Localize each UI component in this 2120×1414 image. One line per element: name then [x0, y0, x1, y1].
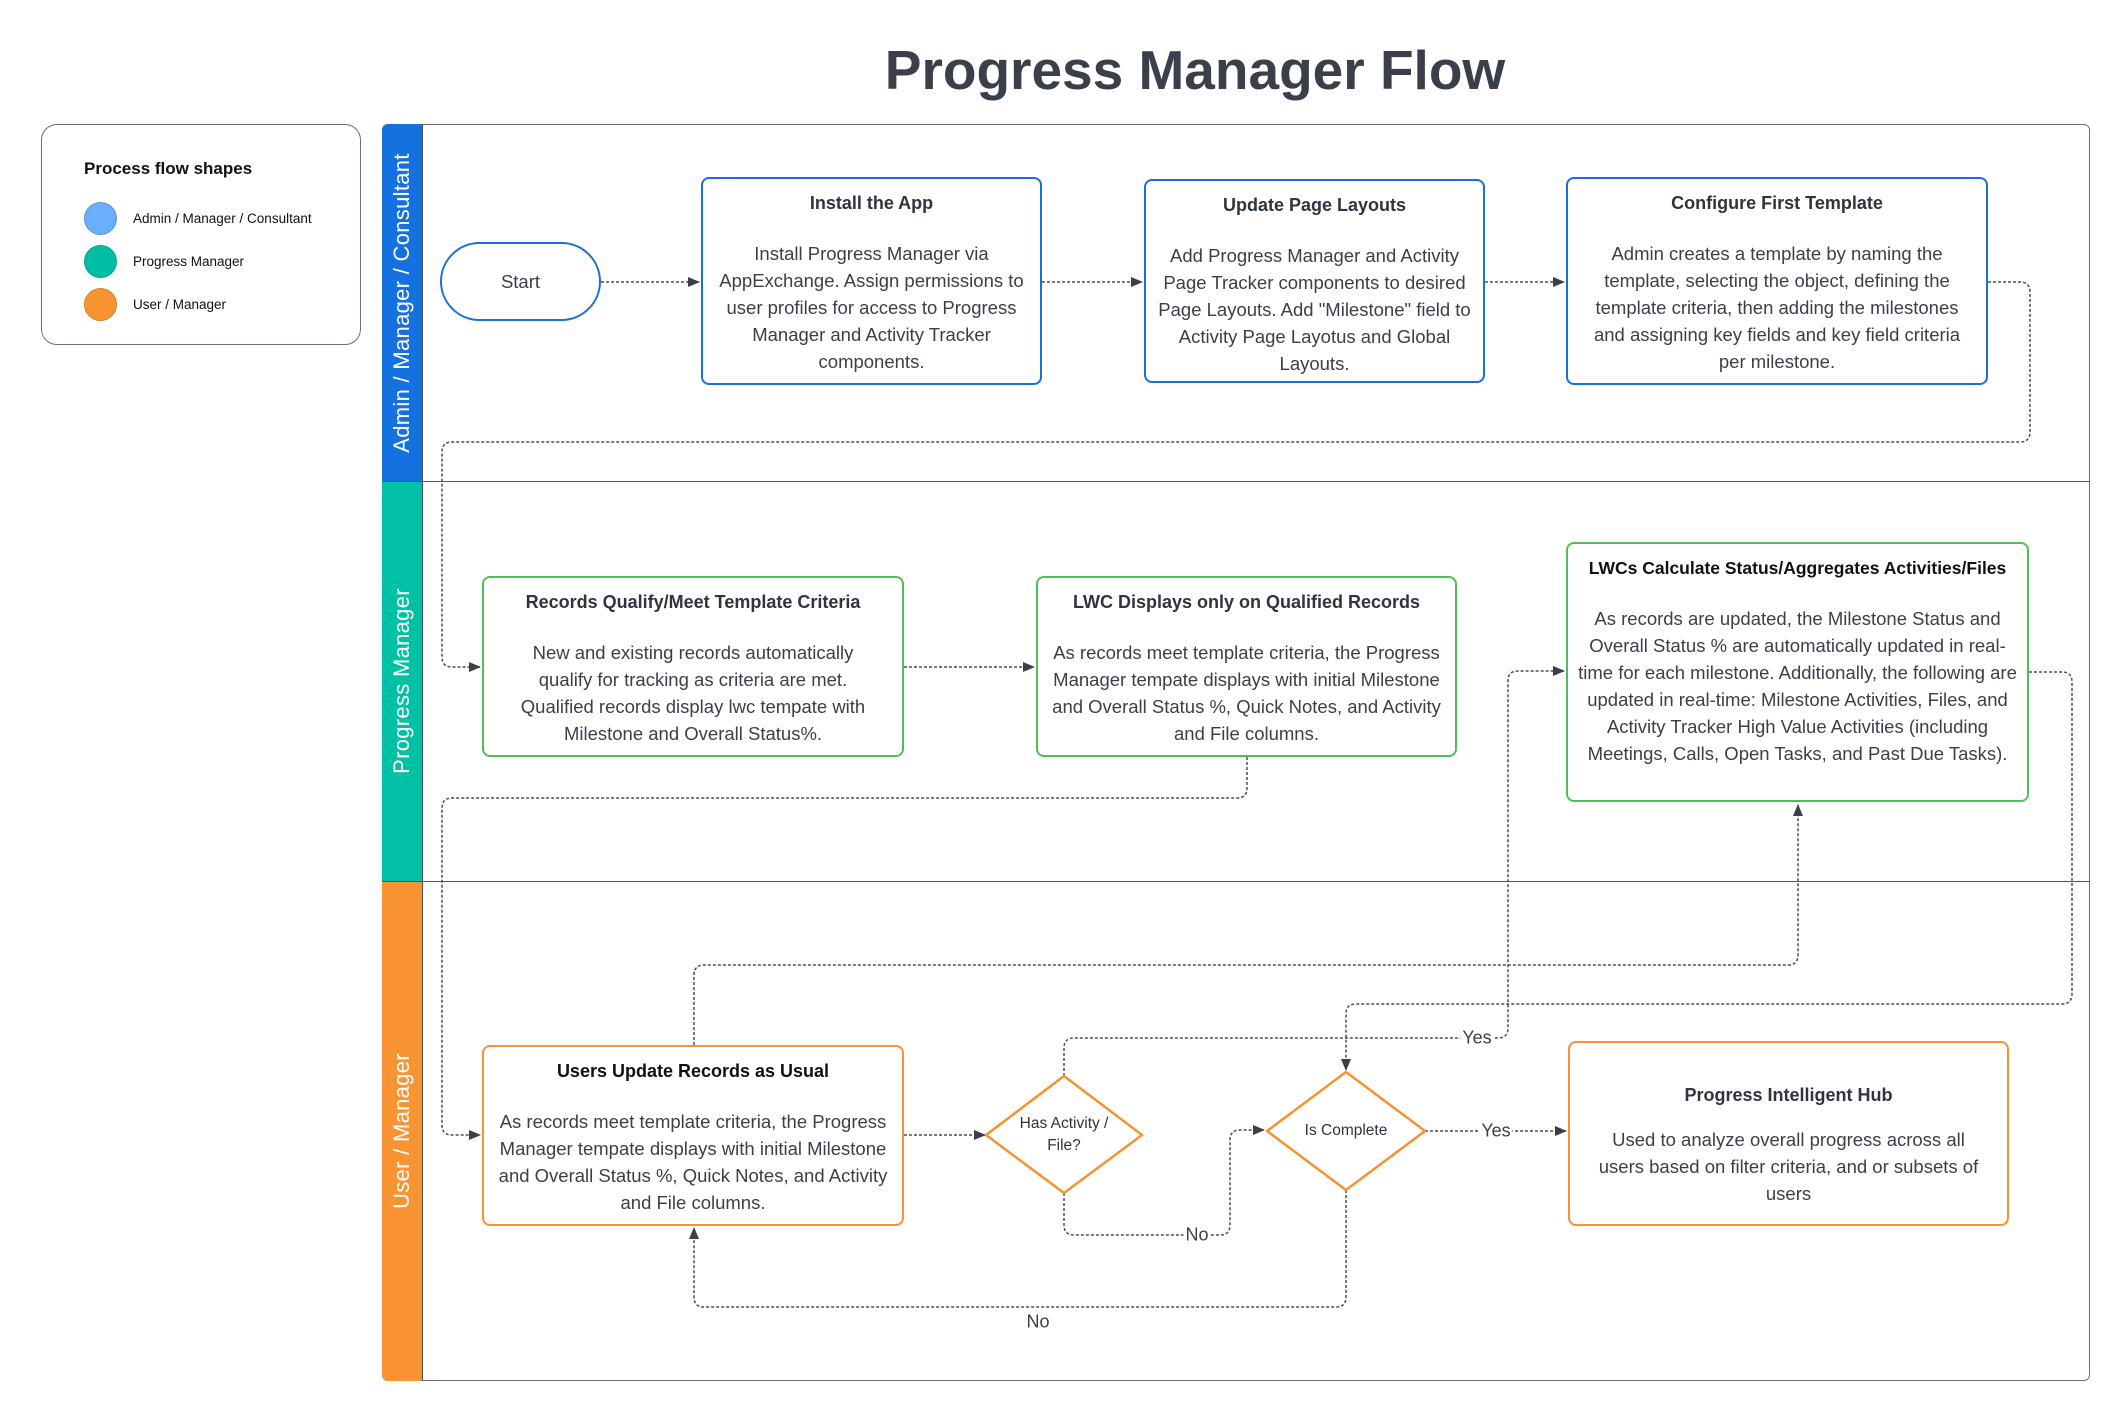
- node-title: LWCs Calculate Status/Aggregates Activit…: [1588, 558, 2007, 578]
- legend-swatch-circle-icon: [84, 244, 117, 278]
- node-records-qualify[interactable]: Records Qualify/Meet Template Criteria N…: [482, 576, 904, 757]
- node-update-page-layouts[interactable]: Update Page Layouts Add Progress Manager…: [1144, 179, 1485, 383]
- decision-has-activity-label[interactable]: Has Activity / File?: [1019, 1115, 1109, 1154]
- node-users-update-records[interactable]: Users Update Records as Usual As records…: [482, 1045, 904, 1226]
- node-body: As records are updated, the Milestone St…: [1578, 608, 2017, 764]
- node-progress-intelligent-hub[interactable]: Progress Intelligent Hub Used to analyze…: [1568, 1041, 2009, 1226]
- start-node[interactable]: Start: [440, 242, 601, 321]
- legend-label: User / Manager: [133, 296, 227, 312]
- connector-hasactivity-yes: [1063, 666, 1565, 1076]
- node-title: Update Page Layouts: [1222, 195, 1407, 215]
- node-lwc-displays[interactable]: LWC Displays only on Qualified Records A…: [1036, 576, 1457, 757]
- node-body: Install Progress Manager via AppExchange…: [719, 243, 1024, 372]
- node-body: New and existing records automatically q…: [520, 642, 866, 744]
- connector-calculate-iscomplete: [1341, 671, 2073, 1071]
- node-body: Add Progress Manager and Activity Page T…: [1158, 245, 1471, 374]
- legend-item-progress-manager: Progress Manager: [84, 244, 244, 278]
- node-title: LWC Displays only on Qualified Records: [1072, 592, 1421, 612]
- label-has-activity-no: No: [1183, 1224, 1211, 1246]
- connector-lwc-users: [441, 757, 1248, 1140]
- lane-header-progress-manager: Progress Manager: [382, 481, 423, 881]
- node-body: Admin creates a template by naming the t…: [1593, 243, 1961, 372]
- node-body: As records meet template criteria, the P…: [498, 1111, 888, 1213]
- node-title: Records Qualify/Meet Template Criteria: [525, 592, 861, 612]
- legend-label: Progress Manager: [133, 253, 245, 269]
- lane-header-admin: Admin / Manager / Consultant: [382, 124, 423, 481]
- node-title: Install the App: [809, 193, 934, 213]
- connector-configure-records: [441, 281, 2031, 672]
- node-lwcs-calculate[interactable]: LWCs Calculate Status/Aggregates Activit…: [1566, 542, 2029, 802]
- lane-header-user-manager: User / Manager: [382, 881, 423, 1381]
- node-title: Users Update Records as Usual: [556, 1061, 830, 1081]
- legend-label: Admin / Manager / Consultant: [133, 210, 312, 226]
- connector-hasactivity-no: [1063, 1125, 1265, 1236]
- lane-divider: [382, 881, 2090, 882]
- page-title: Progress Manager Flow: [884, 39, 1506, 101]
- legend-swatch-circle-icon: [84, 287, 117, 321]
- label-is-complete-yes: Yes: [1479, 1120, 1513, 1142]
- decision-has-activity: [984, 1074, 1144, 1195]
- legend-swatch-circle-icon: [84, 201, 117, 235]
- decision-is-complete: [1265, 1070, 1427, 1192]
- legend-panel: Process flow shapes Admin / Manager / Co…: [41, 124, 361, 345]
- legend-title: Process flow shapes: [84, 159, 253, 178]
- node-install-app[interactable]: Install the App Install Progress Manager…: [701, 177, 1042, 385]
- node-title: Progress Intelligent Hub: [1684, 1085, 1893, 1105]
- legend-item-admin: Admin / Manager / Consultant: [84, 201, 312, 235]
- connector-iscomplete-no: [689, 1190, 1347, 1308]
- legend-item-user-manager: User / Manager: [84, 287, 226, 321]
- label-has-activity-yes: Yes: [1460, 1027, 1494, 1049]
- node-body: As records meet template criteria, the P…: [1052, 642, 1441, 744]
- label-is-complete-no: No: [1024, 1311, 1052, 1333]
- decision-is-complete-label[interactable]: Is Complete: [1304, 1122, 1388, 1139]
- connector-users-calculate: [693, 804, 1803, 1045]
- node-configure-first-template[interactable]: Configure First Template Admin creates a…: [1566, 177, 1988, 385]
- node-title: Configure First Template: [1671, 193, 1883, 213]
- lane-divider: [382, 481, 2090, 482]
- node-body: Used to analyze overall progress across …: [1598, 1129, 1979, 1204]
